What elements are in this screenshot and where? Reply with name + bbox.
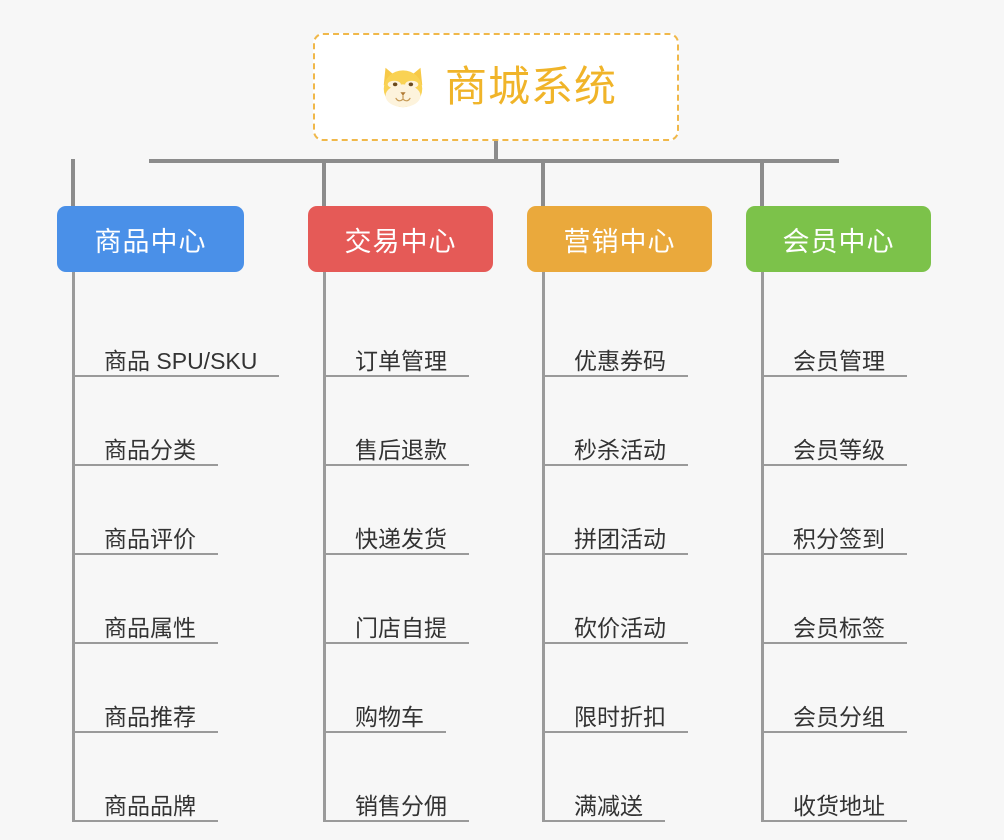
leaf-item[interactable]: 优惠券码 (542, 347, 688, 377)
connector-root-stem (494, 141, 498, 163)
leaf-item[interactable]: 快递发货 (323, 525, 469, 555)
leaf-item-label: 满减送 (574, 793, 643, 819)
category-box-4[interactable]: 会员中心 (746, 206, 931, 272)
leaf-item[interactable]: 购物车 (323, 703, 446, 733)
leaf-item-label: 收货地址 (793, 793, 885, 819)
column-spine (72, 272, 75, 822)
leaf-item-label: 商品推荐 (104, 704, 196, 730)
leaf-item[interactable]: 售后退款 (323, 436, 469, 466)
leaf-item[interactable]: 砍价活动 (542, 614, 688, 644)
leaf-item-label: 商品评价 (104, 526, 196, 552)
leaf-item[interactable]: 积分签到 (761, 525, 907, 555)
leaf-item-label: 会员标签 (793, 615, 885, 641)
connector-drop-4 (760, 159, 764, 206)
leaf-item[interactable]: 秒杀活动 (542, 436, 688, 466)
leaf-item[interactable]: 会员管理 (761, 347, 907, 377)
shiba-dog-face-icon (375, 59, 431, 115)
connector-drop-2 (322, 159, 326, 206)
leaf-item-label: 会员分组 (793, 704, 885, 730)
leaf-item-label: 积分签到 (793, 526, 885, 552)
leaf-item[interactable]: 满减送 (542, 792, 665, 822)
leaf-item-label: 会员等级 (793, 437, 885, 463)
leaf-item[interactable]: 商品分类 (72, 436, 218, 466)
leaf-item-label: 购物车 (355, 704, 424, 730)
leaf-item-label: 售后退款 (355, 437, 447, 463)
category-box-3[interactable]: 营销中心 (527, 206, 712, 272)
leaf-item-label: 快递发货 (355, 526, 447, 552)
column-spine (761, 272, 764, 822)
category-label: 会员中心 (782, 226, 895, 257)
leaf-item-label: 门店自提 (355, 615, 447, 641)
leaf-item-label: 限时折扣 (574, 704, 666, 730)
leaf-item-label: 商品分类 (104, 437, 196, 463)
root-title: 商城系统 (444, 63, 617, 110)
leaf-item[interactable]: 销售分佣 (323, 792, 469, 822)
leaf-item[interactable]: 商品 SPU/SKU (72, 347, 280, 377)
connector-drop-3 (541, 159, 545, 206)
leaf-item[interactable]: 门店自提 (323, 614, 469, 644)
leaf-item-label: 商品属性 (104, 615, 196, 641)
column-spine (542, 272, 545, 822)
leaf-item-label: 会员管理 (793, 348, 885, 374)
leaf-item[interactable]: 拼团活动 (542, 525, 688, 555)
leaf-item-label: 商品品牌 (104, 793, 196, 819)
leaf-item[interactable]: 会员标签 (761, 614, 907, 644)
leaf-item[interactable]: 收货地址 (761, 792, 907, 822)
leaf-item-label: 优惠券码 (574, 348, 666, 374)
leaf-item-label: 拼团活动 (574, 526, 666, 552)
category-label: 商品中心 (94, 226, 207, 257)
leaf-item[interactable]: 限时折扣 (542, 703, 688, 733)
category-box-2[interactable]: 交易中心 (308, 206, 493, 272)
leaf-item[interactable]: 会员分组 (761, 703, 907, 733)
category-label: 交易中心 (344, 226, 457, 257)
connector-drop-1 (71, 159, 75, 206)
leaf-item[interactable]: 会员等级 (761, 436, 907, 466)
category-box-1[interactable]: 商品中心 (57, 206, 244, 272)
leaf-item[interactable]: 商品评价 (72, 525, 218, 555)
root-node[interactable]: 商城系统 (313, 33, 679, 141)
connector-horizontal-bus (149, 159, 839, 163)
leaf-item-label: 商品 SPU/SKU (104, 348, 258, 374)
leaf-item[interactable]: 订单管理 (323, 347, 469, 377)
leaf-item[interactable]: 商品品牌 (72, 792, 218, 822)
leaf-item-label: 订单管理 (355, 348, 447, 374)
leaf-item[interactable]: 商品属性 (72, 614, 218, 644)
leaf-item-label: 砍价活动 (574, 615, 666, 641)
leaf-item-label: 销售分佣 (355, 793, 447, 819)
column-spine (323, 272, 326, 822)
category-label: 营销中心 (563, 226, 676, 257)
leaf-item[interactable]: 商品推荐 (72, 703, 218, 733)
leaf-item-label: 秒杀活动 (574, 437, 666, 463)
